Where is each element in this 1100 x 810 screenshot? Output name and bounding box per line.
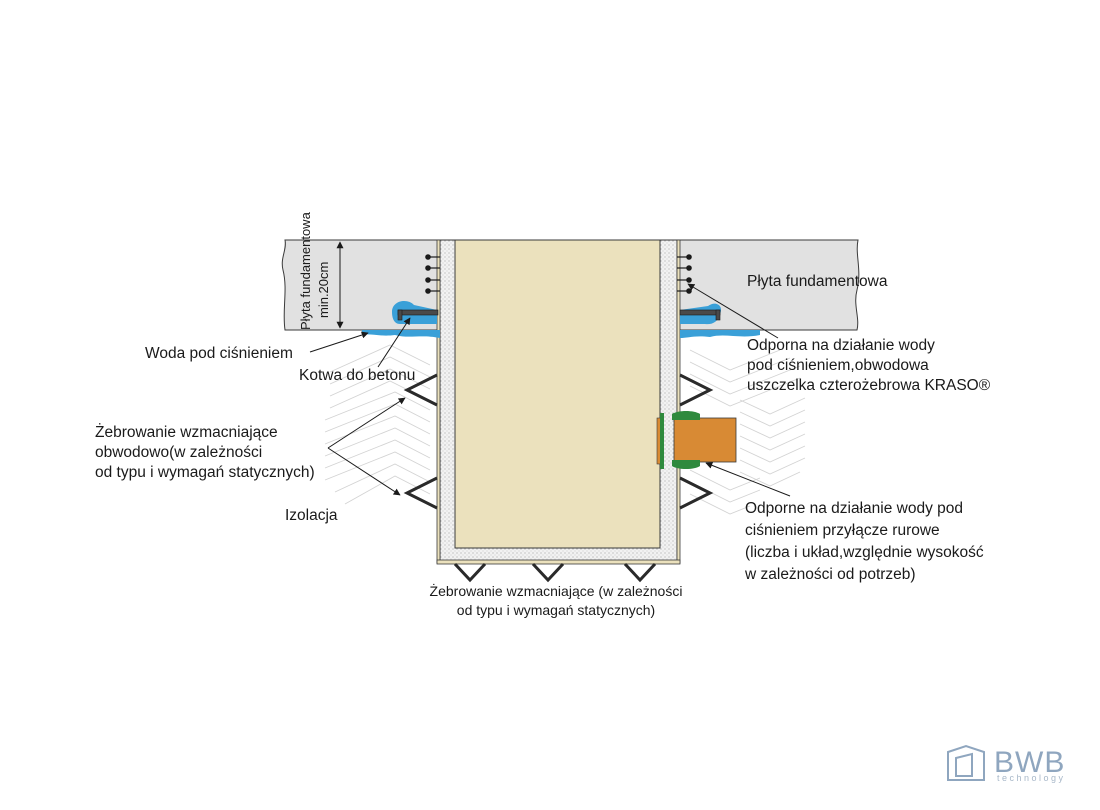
pipe-label: Odporne na działanie wody pod ciśnieniem…: [745, 498, 984, 586]
seal-label: Odporna na działanie wody pod ciśnieniem…: [747, 336, 990, 396]
pipe-connection: [656, 411, 737, 469]
leader-lines: [309, 283, 791, 497]
concrete-anchor-left: [397, 309, 439, 321]
pit-interior: [454, 239, 661, 549]
bwb-logo-icon: [947, 744, 985, 781]
pipe-label-line-4: w zależności od potrzeb): [745, 566, 916, 583]
bottom-ribbing-label: Żebrowanie wzmacniające (w zależności od…: [400, 582, 712, 620]
foundation-slab-right: [675, 239, 860, 331]
reinforcing-ribs-bottom: [453, 562, 657, 583]
seal-ribs-right: [677, 254, 692, 294]
concrete-anchor-label: Kotwa do betonu: [299, 367, 416, 384]
bottom-ribbing-label-line-2: od typu i wymagań statycznych): [456, 602, 656, 618]
reinforcing-ribs-right: [679, 373, 714, 510]
ribbing-label-line-1: Żebrowanie wzmacniające: [95, 424, 278, 441]
slab-left-vertical-label-1: Płyta fundamentowa: [298, 212, 313, 330]
logo-subtitle: technology: [997, 773, 1066, 783]
logo-text: BWB: [994, 746, 1066, 779]
seal-label-line-2: pod ciśnieniem,obwodowa: [747, 357, 929, 374]
slab-right-label: Płyta fundamentowa: [747, 273, 888, 290]
ribbing-label: Żebrowanie wzmacniające obwodowo(w zależ…: [95, 423, 315, 483]
reinforcing-ribs-left: [403, 373, 438, 510]
bottom-ribbing-label-line-1: Żebrowanie wzmacniające (w zależności: [429, 583, 683, 599]
water-pressure-label: Woda pod ciśnieniem: [145, 345, 293, 362]
seal-label-line-3: uszczelka czterożebrowa KRASO®: [747, 377, 991, 394]
slab-left-vertical-label-2: min.20cm: [316, 261, 331, 318]
seal-ribs-left: [425, 254, 440, 294]
pipe-label-line-1: Odporne na działanie wody pod: [745, 500, 964, 517]
insulation-label: Izolacja: [285, 507, 338, 524]
ribbing-label-line-2: obwodowo(w zależności: [95, 444, 263, 461]
soil-right: [689, 349, 806, 515]
pipe-label-line-3: (liczba i układ,względnie wysokość: [745, 544, 984, 561]
ribbing-label-line-3: od typu i wymagań statycznych): [95, 464, 315, 481]
concrete-anchor-right: [679, 309, 721, 321]
pipe-label-line-2: ciśnieniem przyłącze rurowe: [745, 522, 940, 539]
seal-label-line-1: Odporna na działanie wody: [747, 337, 935, 354]
